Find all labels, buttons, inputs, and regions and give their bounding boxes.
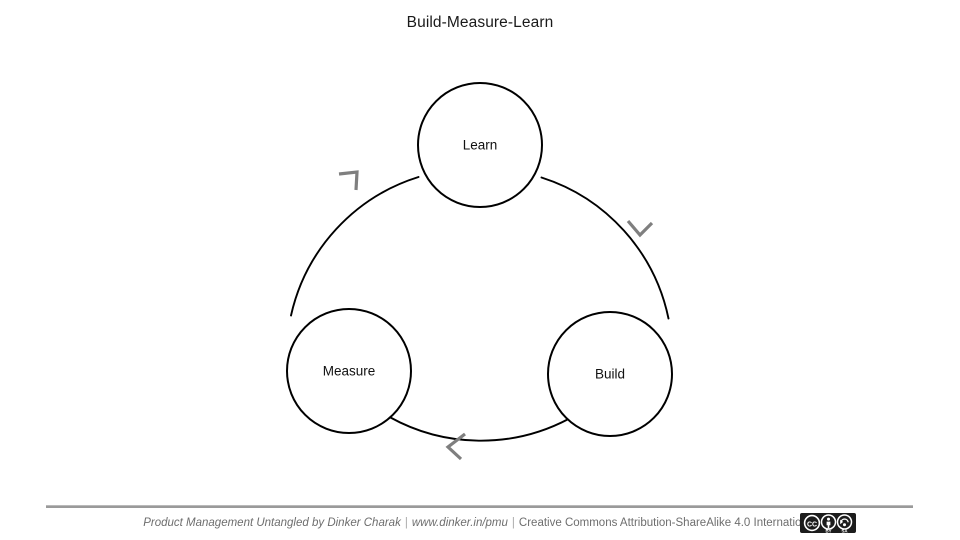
node-build[interactable]: Build: [547, 311, 673, 437]
node-build-circle[interactable]: [547, 311, 673, 437]
arrowhead-toward-measure: [445, 432, 466, 461]
node-measure-label: Measure: [323, 364, 376, 379]
node-measure[interactable]: Measure: [286, 308, 412, 434]
node-measure-circle[interactable]: [286, 308, 412, 434]
cycle-diagram: Learn Build Measure: [286, 82, 673, 461]
sa-icon: SA: [836, 514, 853, 533]
node-learn[interactable]: Learn: [417, 82, 543, 208]
node-learn-circle[interactable]: [417, 82, 543, 208]
edge-learn-to-build: [540, 176, 670, 320]
node-learn-label: Learn: [463, 138, 498, 153]
arrowhead-toward-build: [626, 219, 654, 238]
footer-divider: [46, 505, 913, 508]
cc-icon: CC: [803, 514, 821, 532]
edge-measure-to-learn: [290, 176, 420, 317]
footer-separator-2: |: [511, 517, 515, 529]
svg-text:BY: BY: [825, 528, 831, 533]
cc-by-sa-badge[interactable]: CC BY SA: [800, 513, 856, 533]
arrowhead-toward-learn: [338, 170, 359, 191]
footer-url[interactable]: www.dinker.in/pmu: [411, 517, 508, 529]
edge-build-to-measure: [388, 416, 570, 442]
footer-book-title: Product Management Untangled by Dinker C…: [143, 517, 401, 529]
svg-text:SA: SA: [841, 528, 848, 533]
footer-license: Creative Commons Attribution-ShareAlike …: [518, 517, 817, 529]
node-build-label: Build: [595, 367, 625, 382]
page-title: Build-Measure-Learn: [406, 14, 554, 31]
svg-text:CC: CC: [807, 521, 817, 528]
footer-separator-1: |: [404, 517, 408, 529]
footer-attribution: Product Management Untangled by Dinker C…: [0, 515, 960, 531]
by-icon: BY: [820, 514, 837, 533]
